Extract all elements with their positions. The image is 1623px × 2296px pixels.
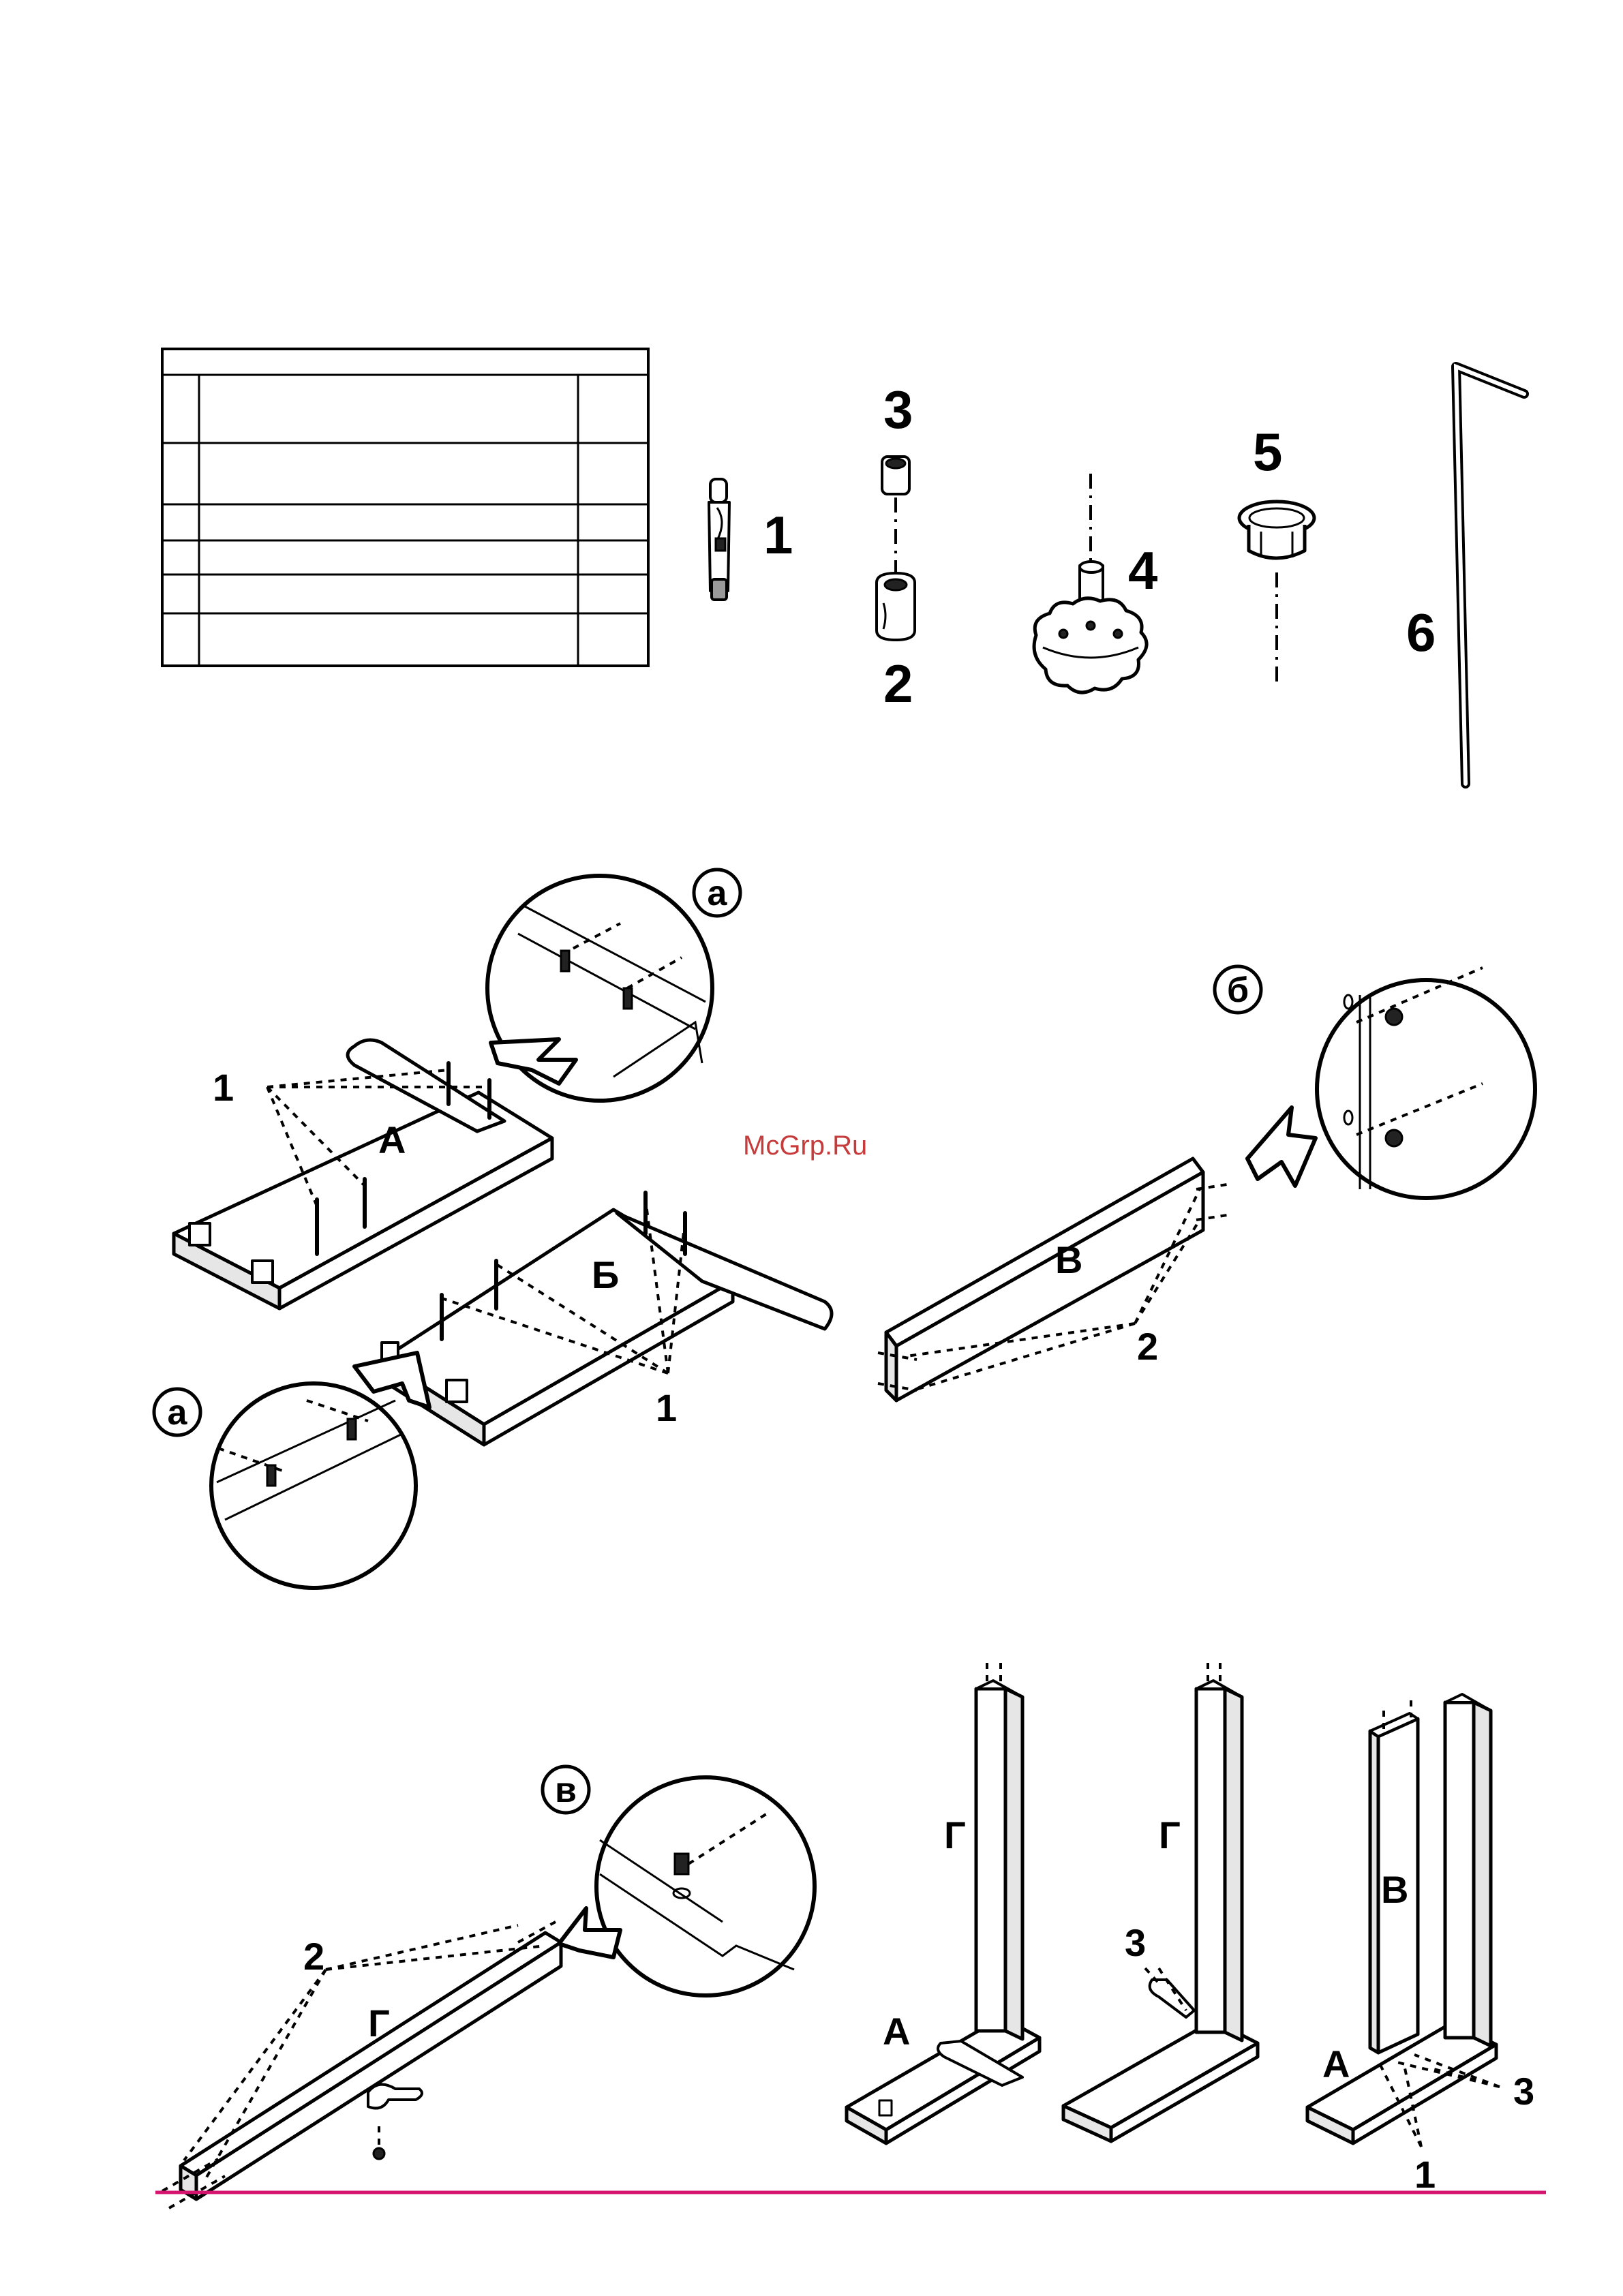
detail-a-label: а [708,874,728,913]
callout-1-a: 1 [213,1066,234,1109]
hardware-part-6-hex-key: 6 [1406,367,1524,784]
part-1-label: 1 [763,505,793,565]
panel-v-label: В [1055,1238,1082,1281]
part-2-label: 2 [883,654,913,714]
panel-a-label-1: А [883,2010,910,2053]
detail-b: б [1215,966,1535,1198]
part-6-label: 6 [1406,602,1436,662]
panel-g-label-2: Г [1159,1813,1181,1856]
part-4-label: 4 [1128,540,1157,600]
hardware-part-1: 1 [709,479,793,600]
detail-b-label: б [1227,970,1249,1010]
detail-a-top: а [487,870,740,1101]
detail-v-label: в [555,1771,577,1810]
callout-1-b: 1 [656,1386,677,1429]
parts-table [162,349,648,666]
panel-g-label: Г [368,2002,390,2045]
panel-g-label-1: Г [944,1813,966,1856]
detail-v: в [543,1766,815,1995]
callout-2-g: 2 [303,1935,324,1978]
panel-a-label-3: А [1322,2042,1350,2085]
hardware-part-5: 5 [1239,422,1314,688]
watermark: McGrp.Ru [743,1131,867,1161]
callout-2-v: 2 [1137,1325,1158,1368]
part-5-label: 5 [1253,422,1282,482]
callout-3-3: 3 [1513,2070,1534,2113]
panel-b-label: Б [592,1253,619,1296]
panel-g-assembly: 2 Г [162,1922,561,2208]
callout-1-3: 1 [1414,2153,1436,2196]
assembly-a-g-v: В А 3 1 [1307,1694,1534,2196]
assembly-a-g-2: 3 Г [1063,1663,1258,2141]
panel-v-assembly: 2 В [878,1159,1227,1400]
part-3-label: 3 [883,380,913,440]
panel-b-assembly: 1 Б [382,1193,832,1445]
detail-a-bottom: а [154,1353,429,1588]
panel-a-label: А [378,1118,406,1161]
callout-3-2: 3 [1125,1921,1146,1964]
detail-a-bottom-label: а [168,1393,188,1433]
panel-v-label-3: В [1381,1868,1408,1911]
hardware-part-2-3: 3 2 [877,380,915,714]
assembly-a-g: Г А [847,1663,1040,2143]
hardware-part-4: 4 [1034,474,1157,692]
